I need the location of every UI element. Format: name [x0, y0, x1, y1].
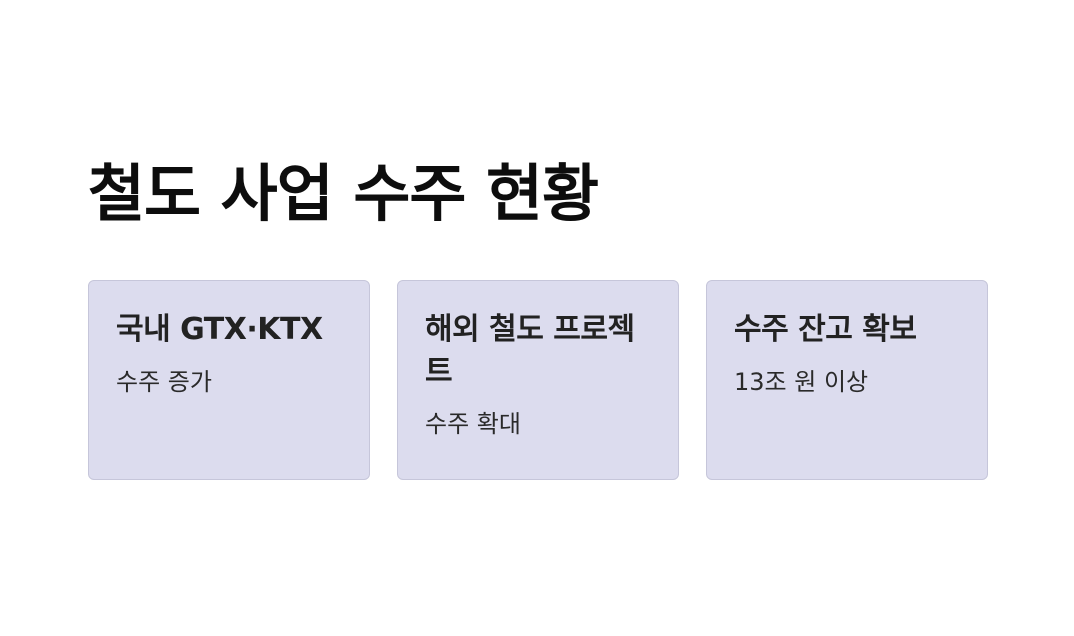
- card-description: 수주 확대: [425, 410, 521, 438]
- card-description: 수주 증가: [116, 368, 212, 396]
- card-domestic-gtx-ktx: 국내 GTX·KTX 수주 증가: [88, 280, 370, 480]
- card-title: 국내 GTX·KTX: [116, 312, 323, 347]
- card-order-backlog: 수주 잔고 확보 13조 원 이상: [706, 280, 988, 480]
- card-row: 국내 GTX·KTX 수주 증가 해외 철도 프로젝트 수주 확대 수주 잔고 …: [88, 280, 988, 480]
- slide-title: 철도 사업 수주 현황: [88, 157, 599, 230]
- card-title: 수주 잔고 확보: [734, 312, 917, 347]
- card-description: 13조 원 이상: [734, 368, 869, 396]
- card-title: 해외 철도 프로젝트: [425, 312, 635, 389]
- card-overseas-rail-project: 해외 철도 프로젝트 수주 확대: [397, 280, 679, 480]
